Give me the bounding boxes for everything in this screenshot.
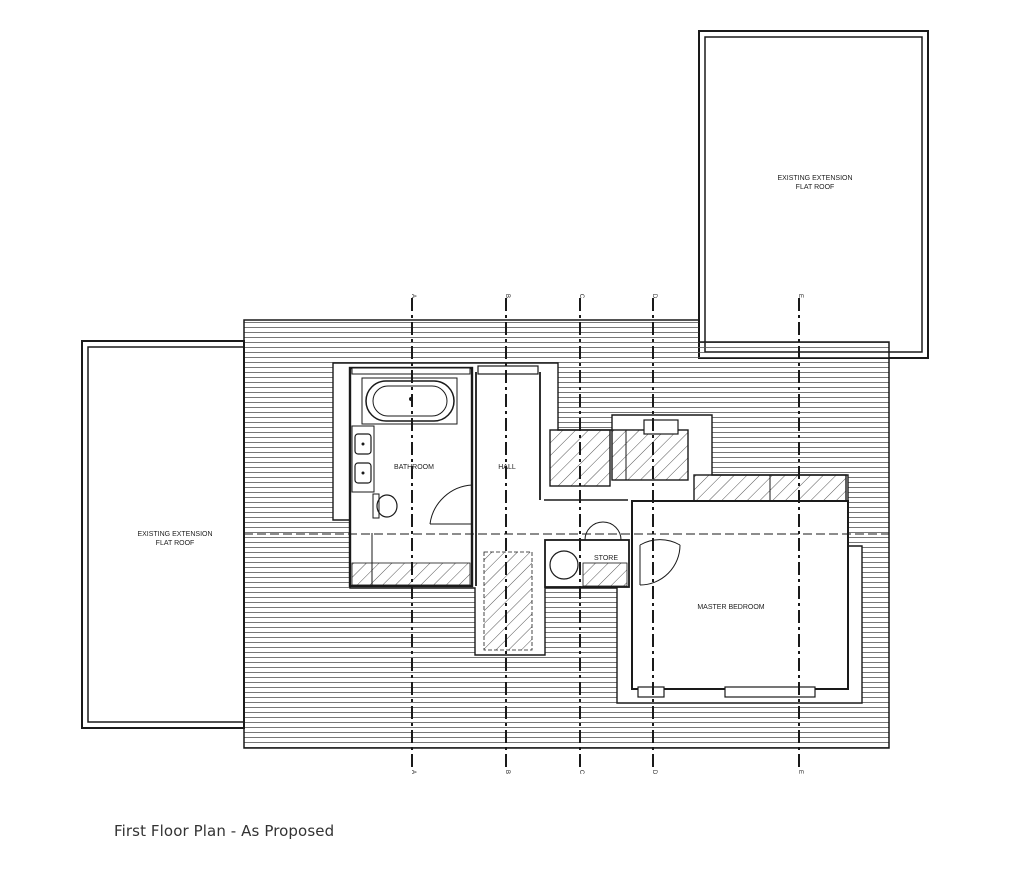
existing-extension-right: EXISTING EXTENSION FLAT ROOF [698, 30, 929, 359]
grid-label-bottom-b: B [504, 770, 510, 774]
grid-label-top-b: B [504, 294, 510, 298]
bathroom-label: BATHROOM [394, 464, 434, 471]
grid-label-bottom-a: A [410, 770, 416, 774]
first-floor-footprint [332, 362, 863, 704]
existing-extension-right-label-2: FLAT ROOF [796, 184, 835, 191]
grid-label-bottom-d: D [651, 770, 657, 775]
grid-label-top-e: E [797, 294, 803, 298]
grid-label-bottom-c: C [578, 770, 584, 775]
store: STORE [544, 521, 630, 588]
grid-labels-bottom: A B C D E [410, 770, 803, 775]
grid-lines [411, 298, 800, 770]
hall-label: HALL [498, 464, 516, 471]
grid-label-top-c: C [578, 294, 584, 299]
master-bedroom: MASTER BEDROOM [631, 474, 849, 698]
existing-extension-left-label-1: EXISTING EXTENSION [137, 531, 212, 538]
grid-label-top-d: D [651, 294, 657, 299]
master-bedroom-label: MASTER BEDROOM [697, 604, 764, 611]
existing-extension-left: EXISTING EXTENSION FLAT ROOF [81, 340, 245, 729]
hall: HALL [429, 365, 541, 651]
grid-label-top-a: A [410, 294, 416, 298]
store-label: STORE [594, 555, 618, 562]
grid-label-bottom-e: E [797, 770, 803, 774]
grid-labels-top: A B C D E [410, 294, 803, 299]
existing-extension-right-label-1: EXISTING EXTENSION [777, 175, 852, 182]
plan-caption: First Floor Plan - As Proposed [114, 822, 335, 840]
existing-extension-left-label-2: FLAT ROOF [156, 540, 195, 547]
